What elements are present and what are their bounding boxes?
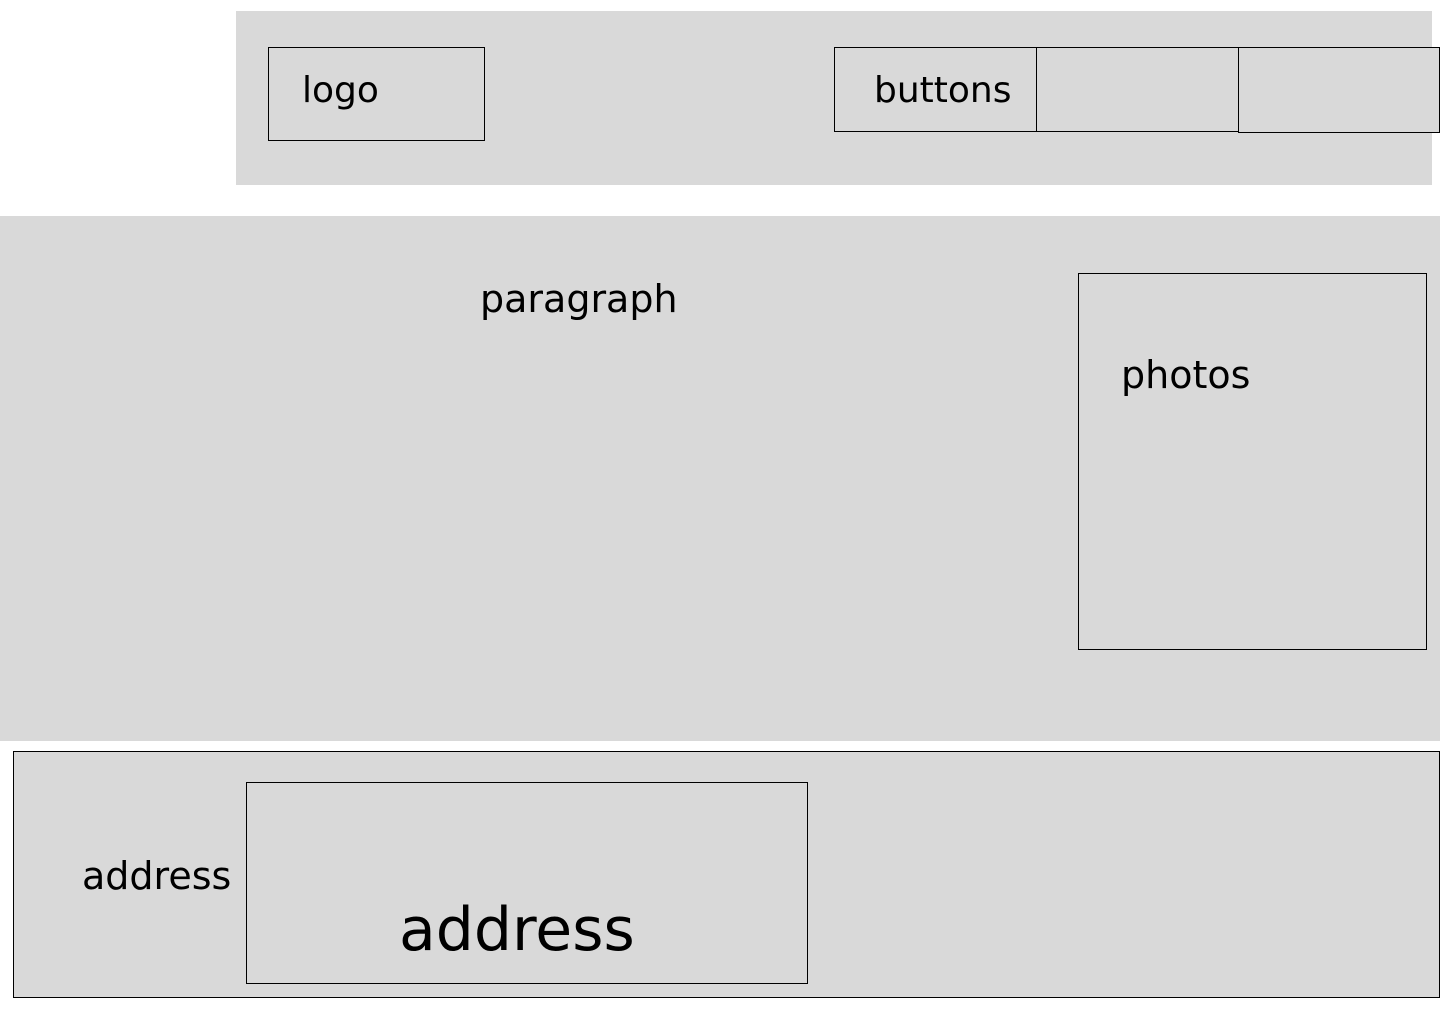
nav-button-3[interactable] <box>1238 47 1440 133</box>
address-box-label: address <box>399 895 635 965</box>
address-placeholder <box>246 782 808 984</box>
address-side-label: address <box>82 854 232 898</box>
nav-button-1[interactable] <box>834 47 1037 132</box>
logo-label: logo <box>302 70 379 111</box>
nav-button-2[interactable] <box>1036 47 1239 132</box>
photos-label: photos <box>1121 353 1251 397</box>
logo-placeholder[interactable] <box>268 47 485 141</box>
photos-placeholder[interactable] <box>1078 273 1427 650</box>
buttons-label: buttons <box>874 70 1012 111</box>
paragraph-label: paragraph <box>480 277 678 321</box>
